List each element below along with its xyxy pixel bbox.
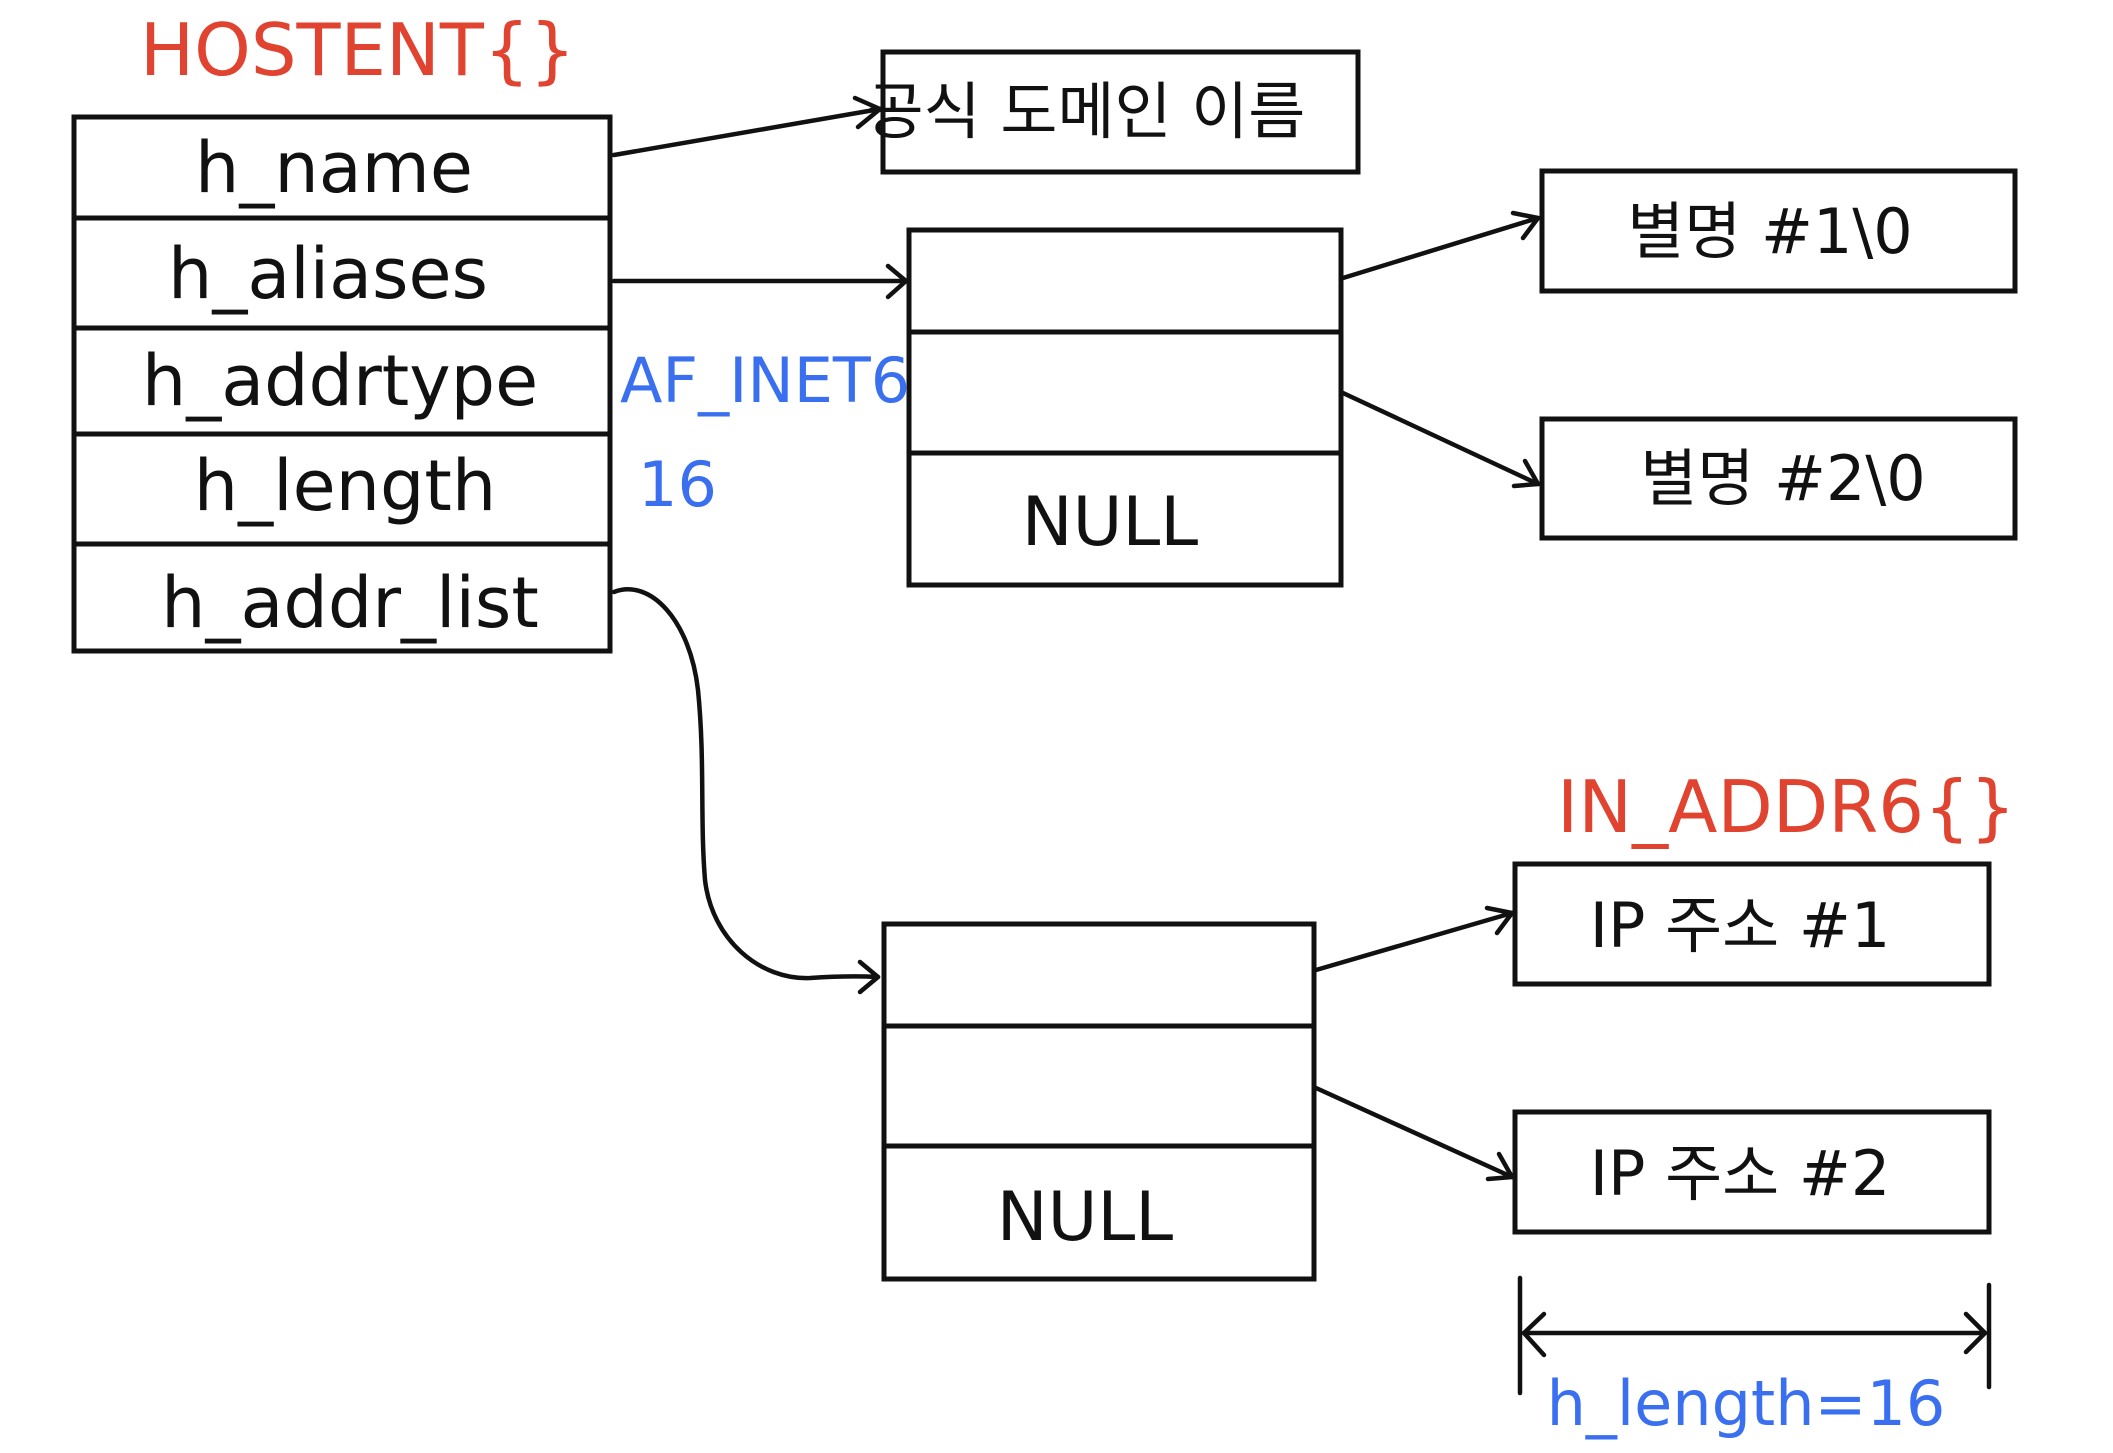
arrow-alias-2: [1340, 390, 1541, 489]
field-h-name: h_name: [195, 127, 473, 209]
ip-box-1: IP 주소 #1: [1512, 861, 1992, 987]
addr-list-array: NULL: [881, 921, 1317, 1282]
arrow-h-aliases: [611, 263, 909, 300]
aliases-array: NULL: [906, 227, 1344, 588]
arrow-h-addr-list: [611, 587, 881, 995]
field-h-addrtype: h_addrtype: [142, 340, 538, 422]
ip-label-1: IP 주소 #1: [1590, 889, 1891, 962]
in-addr6-title: IN_ADDR6{}: [1557, 765, 2016, 849]
hostent-title: HOSTENT{}: [140, 8, 575, 92]
alias-box-1: 별명 #1\0: [1539, 168, 2018, 294]
dimension-label: h_length=16: [1547, 1367, 1946, 1440]
alias-box-2: 별명 #2\0: [1539, 416, 2018, 541]
dimension-marker: [1517, 1275, 1992, 1396]
addr-list-null: NULL: [997, 1178, 1174, 1257]
alias-label-2: 별명 #2\0: [1640, 442, 1926, 515]
addrtype-value: AF_INET6: [620, 344, 910, 417]
hostent-struct: h_name h_aliases h_addrtype h_length h_a…: [71, 114, 613, 654]
official-name-box: 공식 도메인 이름: [867, 49, 1361, 175]
field-h-addr-list: h_addr_list: [161, 562, 539, 644]
arrow-h-name: [611, 95, 883, 158]
official-name-label: 공식 도메인 이름: [867, 75, 1306, 148]
aliases-null: NULL: [1022, 483, 1199, 562]
arrow-ip-2: [1313, 1085, 1515, 1182]
field-h-length: h_length: [194, 445, 497, 527]
ip-label-2: IP 주소 #2: [1590, 1137, 1891, 1210]
field-h-aliases: h_aliases: [168, 233, 488, 315]
ip-box-2: IP 주소 #2: [1512, 1109, 1992, 1235]
alias-label-1: 별명 #1\0: [1627, 195, 1913, 268]
arrow-ip-1: [1313, 905, 1515, 973]
length-value: 16: [638, 448, 717, 521]
arrow-alias-1: [1340, 210, 1541, 281]
